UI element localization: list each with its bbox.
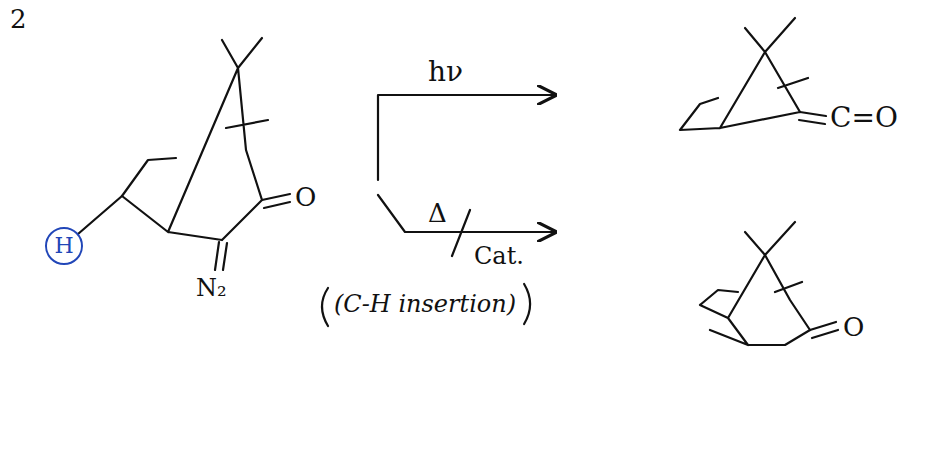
atom-label: C=O (830, 104, 898, 132)
parenthesis-right (524, 284, 530, 324)
ketene-bond (799, 112, 826, 124)
hydrogen-atom: H (54, 235, 73, 257)
condition-label: hν (428, 58, 463, 86)
carbonyl-bond (262, 194, 290, 208)
diazo-bond (215, 242, 227, 270)
parenthesis-left (322, 288, 328, 326)
carbonyl-bond (810, 322, 838, 338)
highlight-circle (46, 228, 82, 264)
scheme-number: 2 (10, 6, 27, 32)
crossed-out-slash (452, 210, 470, 256)
tricyclic-ketone-skeleton (700, 222, 810, 345)
ketene-skeleton (680, 18, 808, 130)
atom-label: O (843, 314, 864, 340)
condition-label: Δ (428, 200, 447, 226)
c-h-bond (78, 196, 122, 234)
thermal-arrow (378, 195, 555, 232)
diazo-ketone-skeleton (122, 38, 268, 240)
condition-label: Cat. (474, 244, 524, 268)
atom-label: N₂ (196, 276, 227, 300)
atom-label: O (295, 184, 316, 210)
note-label: (C-H insertion) (334, 292, 516, 316)
photolysis-arrow (378, 95, 555, 180)
